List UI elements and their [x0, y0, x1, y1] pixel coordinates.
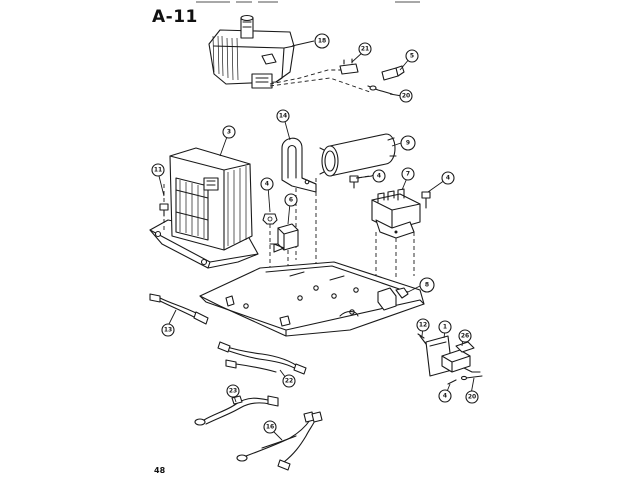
- svg-text:14: 14: [279, 113, 287, 120]
- pin-20b: [460, 375, 483, 381]
- svg-text:22: 22: [285, 378, 293, 385]
- callout-23: 23: [226, 384, 240, 398]
- callout-5: 5: [405, 49, 419, 63]
- callout-4c: 4: [441, 171, 455, 185]
- noise-filter: [269, 223, 299, 253]
- callout-4d: 4: [438, 389, 452, 403]
- svg-text:21: 21: [361, 46, 369, 53]
- callout-7: 7: [401, 167, 415, 181]
- wire-lead-20a: [367, 85, 393, 95]
- callout-16: 16: [263, 420, 277, 434]
- callout-1: 1: [438, 320, 452, 334]
- svg-text:6: 6: [289, 197, 293, 204]
- callout-11: 11: [151, 163, 165, 177]
- capacitor-bracket: [281, 137, 317, 193]
- nut-4a: [262, 213, 278, 225]
- svg-text:11: 11: [154, 167, 162, 174]
- callout-13: 13: [161, 323, 175, 337]
- svg-text:4: 4: [443, 393, 447, 400]
- callout-18a: 18: [314, 33, 330, 49]
- wire-harness-23: [194, 395, 279, 426]
- screw-relay: [421, 191, 431, 209]
- svg-text:23: 23: [229, 388, 237, 395]
- svg-text:8: 8: [425, 282, 429, 289]
- callout-6: 6: [284, 193, 298, 207]
- screw-capacitor: [349, 175, 359, 189]
- svg-text:20: 20: [402, 93, 410, 100]
- svg-text:7: 7: [406, 171, 410, 178]
- svg-text:4: 4: [446, 175, 450, 182]
- svg-text:5: 5: [410, 53, 414, 60]
- callout-8: 8: [419, 277, 435, 293]
- wire-harness-22: [217, 341, 307, 375]
- wire-harness-13: [149, 293, 209, 325]
- callout-4b: 4: [372, 169, 386, 183]
- thermal-fuse: [381, 65, 405, 81]
- thermal-cutout: [339, 58, 359, 75]
- switch-assembly: [419, 335, 481, 377]
- wire-harness-16: [236, 411, 323, 471]
- callout-12: 12: [416, 318, 430, 332]
- base-plate: [199, 261, 425, 337]
- svg-text:9: 9: [406, 140, 410, 147]
- svg-text:20: 20: [468, 394, 476, 401]
- screw-11: [159, 203, 169, 217]
- svg-text:4: 4: [377, 173, 381, 180]
- svg-text:26: 26: [461, 333, 469, 340]
- callout-14: 14: [276, 109, 290, 123]
- svg-text:4: 4: [265, 181, 269, 188]
- switch-lever-12: [417, 333, 425, 339]
- callout-4a: 4: [260, 177, 274, 191]
- svg-text:12: 12: [419, 322, 427, 329]
- page-number: 48: [154, 466, 166, 475]
- callout-26: 26: [458, 329, 472, 343]
- callout-20b: 20: [465, 390, 479, 404]
- svg-text:1: 1: [443, 324, 447, 331]
- page-title: A-11: [152, 7, 198, 27]
- svg-text:3: 3: [227, 129, 231, 136]
- high-voltage-capacitor: [319, 133, 397, 177]
- magnetron-wire-dash: [269, 69, 371, 93]
- high-voltage-transformer: [149, 147, 259, 269]
- svg-text:16: 16: [266, 424, 274, 431]
- relay: [371, 188, 421, 239]
- magnetron: [208, 14, 295, 89]
- svg-text:13: 13: [164, 327, 172, 334]
- callout-20a: 20: [399, 89, 413, 103]
- callout-22: 22: [282, 374, 296, 388]
- screw-4d: [447, 379, 457, 385]
- callout-21a: 21: [358, 42, 372, 56]
- svg-text:18: 18: [318, 38, 326, 45]
- callout-9: 9: [400, 135, 416, 151]
- callout-3: 3: [222, 125, 236, 139]
